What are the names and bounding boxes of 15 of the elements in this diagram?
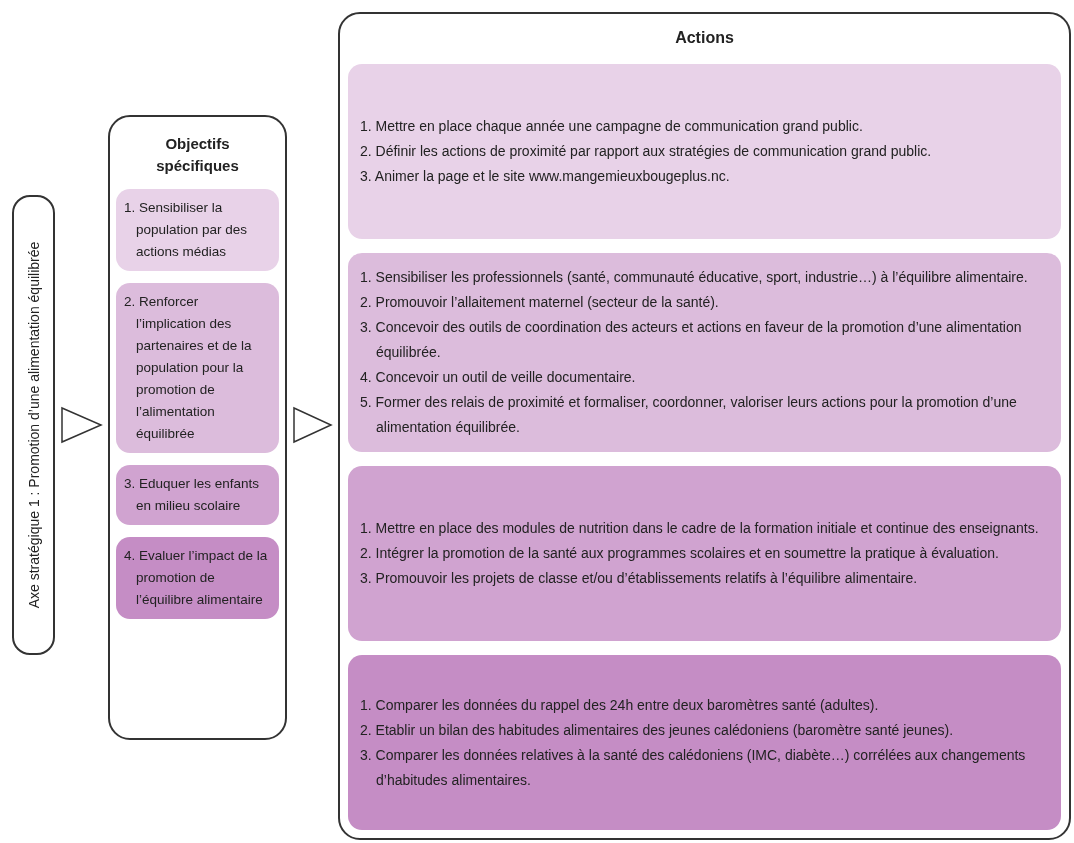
action-box: 1. Mettre en place chaque année une campagne de communication grand public. 2. Définir les actions de proximité par rapport aux stratégies de communication grand public. 3. Animer la page et le site www.mangemieuxbougeplus.nc. [348, 64, 1061, 239]
triangle-arrow [293, 406, 333, 444]
panel-heading: Objectifs spécifiques [155, 134, 240, 176]
group-panel [108, 115, 287, 740]
action-box: 1. Sensibiliser les professionnels (santé, communauté éducative, sport, industrie…) à l’équilibre alimentaire. 2. Promouvoir l’allaitement maternel (secteur de la santé). 3. Concevoir des outils de coordination des acteurs et actions en faveur de la promotion d’une alimentation équilibrée. 4. Concevoir un outil de veille documentaire. 5. Former des relais de proximité et formaliser, coordonner, valoriser leurs actions pour la promotion d’une alimentation équilibrée. [348, 253, 1061, 452]
action-box: 1. Comparer les données du rappel des 24h entre deux baromètres santé (adultes). 2. Etablir un bilan des habitudes alimentaires des jeunes calédoniens (baromètre santé jeunes). 3. Comparer les données relatives à la santé des calédoniens (IMC, diabète…) corrélées aux changements d’habitudes alimentaires. [348, 655, 1061, 830]
objective-box: 1. Sensibiliser la population par des actions médias [116, 189, 279, 271]
objective-box: 3. Eduquer les enfants en milieu scolaire [116, 465, 279, 525]
panel-heading: Actions [674, 28, 735, 48]
objective-box: 2. Renforcer l’implication des partenaires et de la population pour la promotion de l’alimentation équilibrée [116, 283, 279, 453]
objective-box: 4. Evaluer l’impact de la promotion de l’équilibre alimentaire [116, 537, 279, 619]
triangle-arrow [61, 406, 103, 444]
axis-box: Axe stratégique 1 : Promotion d’une alimentation équilibrée [12, 195, 55, 655]
group-panel [338, 12, 1071, 840]
action-box: 1. Mettre en place des modules de nutrition dans le cadre de la formation initiale et continue des enseignants. 2. Intégrer la promotion de la santé aux programmes scolaires et en soumettre la pratique à évaluation. 3. Promouvoir les projets de classe et/ou d’établissements relatifs à l’équilibre alimentaire. [348, 466, 1061, 641]
